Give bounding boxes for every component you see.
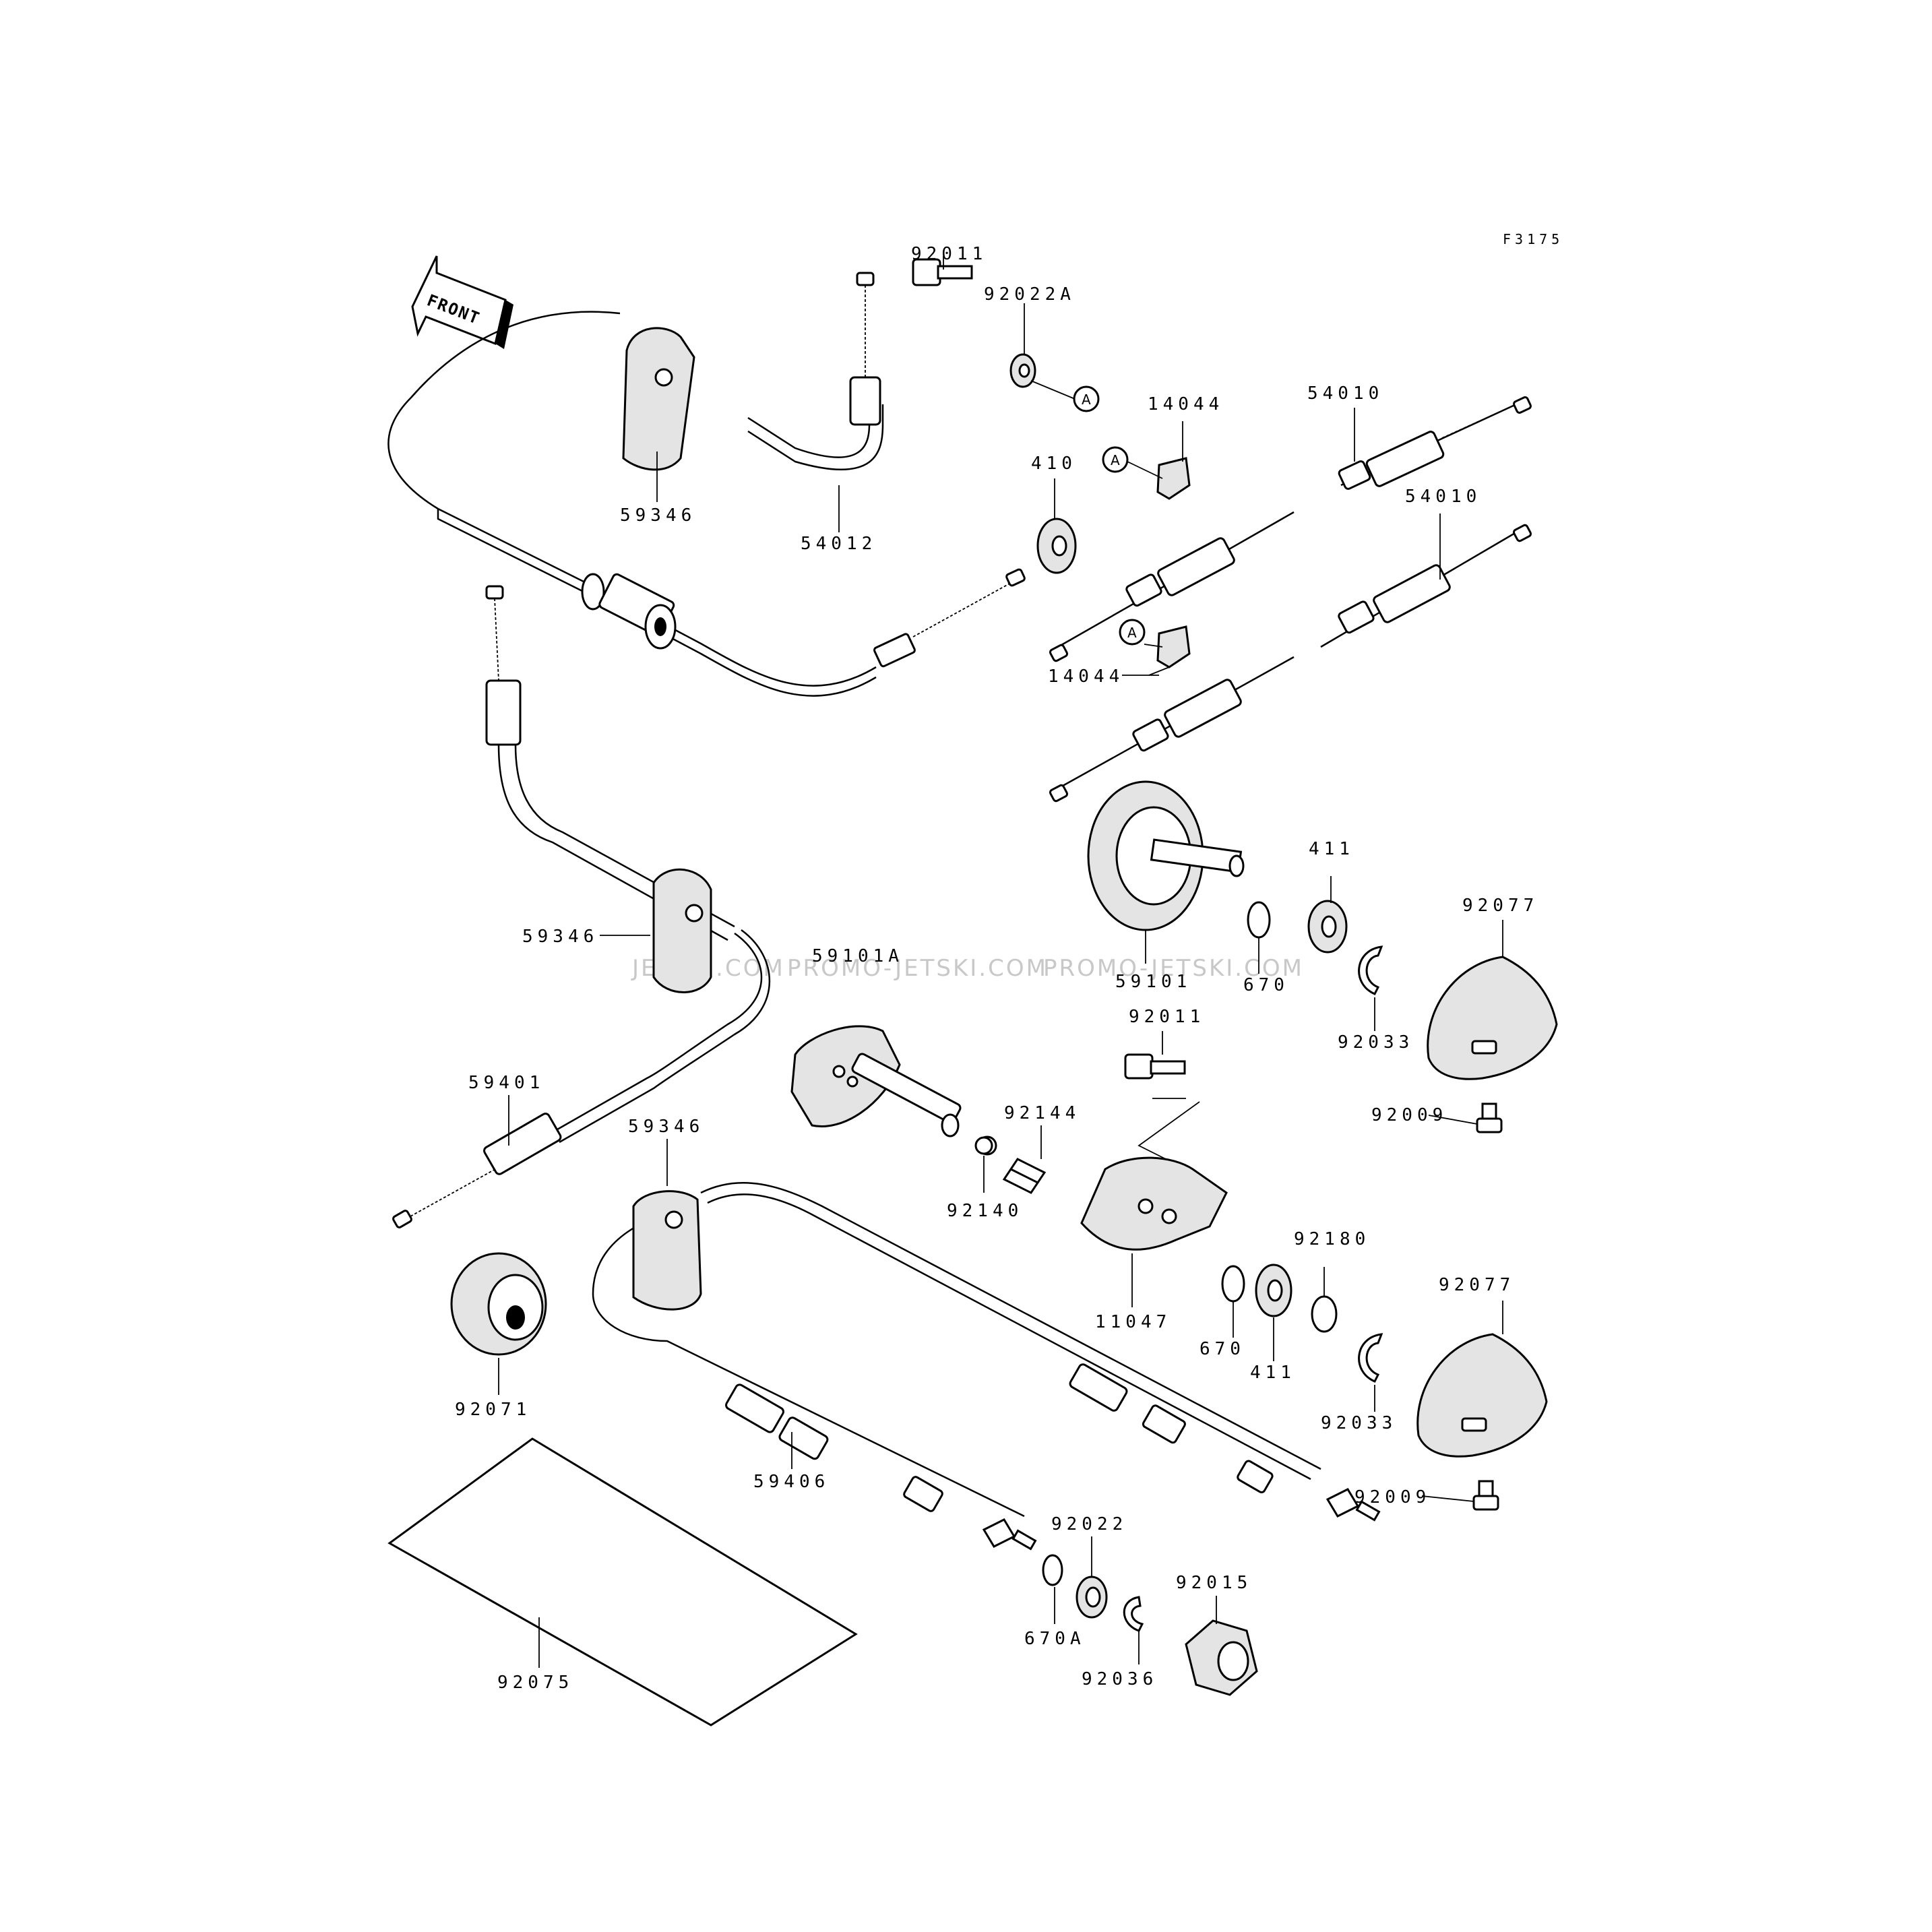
- leader-lines: [498, 256, 1503, 1668]
- label-92033-top: 92033: [1338, 1032, 1414, 1053]
- label-92011-top: 92011: [911, 244, 987, 264]
- label-59406: 59406: [753, 1472, 830, 1492]
- label-670A: 670A: [1024, 1629, 1086, 1649]
- label-670-top: 670: [1243, 975, 1289, 995]
- knob-92077-top: [1427, 956, 1558, 1080]
- label-92144: 92144: [1004, 1103, 1080, 1123]
- label-92077-top: 92077: [1462, 896, 1538, 916]
- label-59101A: 59101A: [812, 946, 904, 966]
- nut-92015: [1185, 1619, 1258, 1696]
- washer-410: [1036, 518, 1077, 574]
- bolt-92011-top: [912, 258, 973, 286]
- label-92009-top: 92009: [1371, 1105, 1447, 1125]
- label-92140: 92140: [947, 1201, 1023, 1221]
- grommet-59346-mid: [652, 868, 712, 993]
- washer-92022A: [1009, 353, 1036, 388]
- figure-code: F3175: [1503, 231, 1563, 247]
- label-92033-bot: 92033: [1321, 1413, 1397, 1433]
- label-59401: 59401: [468, 1073, 544, 1093]
- bracket-14044-bot: [1156, 625, 1191, 668]
- clip-92033-bot: [1358, 1333, 1383, 1383]
- label-411-mid: 411: [1250, 1363, 1296, 1383]
- bracket-14044-top: [1156, 457, 1191, 500]
- label-92071: 92071: [455, 1400, 531, 1420]
- label-14044-top: 14044: [1148, 394, 1224, 414]
- label-92022: 92022: [1051, 1514, 1127, 1534]
- cable-54010-b: [1049, 511, 1295, 662]
- label-59346-bot: 59346: [628, 1117, 704, 1137]
- screw-92009-bot: [1472, 1480, 1499, 1511]
- svg-text:A: A: [1082, 392, 1091, 408]
- cable-54010-d: [1049, 656, 1295, 803]
- o-ring-670-mid: [1221, 1265, 1245, 1303]
- cable-54012: [387, 272, 1026, 697]
- clip-92036: [1123, 1596, 1144, 1632]
- label-92036: 92036: [1082, 1669, 1158, 1689]
- cable-54010-c: [1320, 524, 1532, 648]
- housing-11047: [1080, 1156, 1228, 1251]
- grommet-59346-top: [622, 327, 695, 471]
- ref-marker-a-1: A: [1073, 385, 1100, 412]
- label-54012: 54012: [801, 534, 877, 554]
- label-92009-bot: 92009: [1354, 1487, 1431, 1507]
- svg-text:A: A: [1127, 625, 1137, 641]
- pulley-59101: [1087, 780, 1245, 931]
- label-59346-mid: 59346: [522, 927, 598, 947]
- o-ring-670A: [1042, 1554, 1063, 1586]
- label-92075: 92075: [497, 1673, 573, 1693]
- label-92077-bot: 92077: [1439, 1275, 1515, 1295]
- label-54010-top: 54010: [1307, 383, 1383, 404]
- label-92022A: 92022A: [984, 284, 1076, 305]
- ball-92140: [974, 1136, 993, 1155]
- spring-92144: [1002, 1158, 1047, 1194]
- knob-92077-bot: [1416, 1333, 1548, 1458]
- pad-92075: [387, 1437, 858, 1726]
- label-410: 410: [1031, 454, 1077, 474]
- label-59346-top: 59346: [620, 505, 696, 526]
- bolt-92011-mid: [1124, 1053, 1186, 1080]
- label-11047: 11047: [1095, 1312, 1171, 1332]
- cable-59406: [592, 1181, 1381, 1551]
- ref-marker-a-2: A: [1102, 446, 1129, 473]
- washer-92022: [1076, 1576, 1108, 1619]
- svg-text:A: A: [1111, 452, 1120, 468]
- lever-59101A: [790, 1025, 997, 1156]
- grommet-59346-bot: [632, 1190, 702, 1311]
- label-92011-mid: 92011: [1129, 1007, 1205, 1027]
- label-411-top: 411: [1309, 839, 1354, 859]
- watermark: JETSKI.COM PROMO-JETSKI.COM PROMO-JETSKI…: [631, 955, 1302, 982]
- label-92015: 92015: [1176, 1573, 1252, 1593]
- label-59101: 59101: [1115, 972, 1191, 992]
- watermark-text-2: PROMO-JETSKI.COM: [787, 955, 1048, 982]
- washer-411-mid: [1255, 1264, 1292, 1317]
- label-670-mid: 670: [1199, 1339, 1245, 1359]
- front-arrow-icon: FRONT: [411, 255, 513, 349]
- label-92180: 92180: [1294, 1229, 1370, 1249]
- part-labels: 92011 92022A 14044 54010 410 54010 14044…: [455, 244, 1538, 1693]
- label-54010-mid: 54010: [1405, 487, 1481, 507]
- cable-59401: [392, 585, 771, 1228]
- bushing-92071: [450, 1252, 547, 1356]
- ref-marker-a-3: A: [1119, 619, 1146, 646]
- washer-411-top: [1307, 900, 1348, 954]
- clip-92033-top: [1358, 945, 1383, 995]
- label-14044-bot: 14044: [1048, 666, 1124, 687]
- screw-92009-top: [1476, 1102, 1503, 1133]
- o-ring-670-top: [1247, 901, 1271, 939]
- washer-92180: [1311, 1295, 1338, 1333]
- cable-54010-a: [1338, 396, 1532, 490]
